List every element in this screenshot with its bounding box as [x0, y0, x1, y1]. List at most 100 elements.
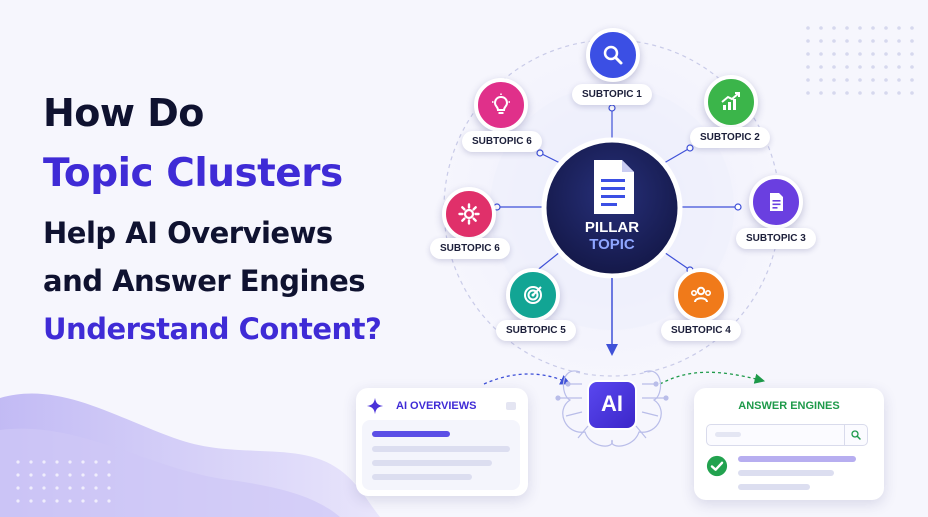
- highlight-bar: [738, 456, 856, 462]
- decor-dot: [910, 78, 914, 82]
- document-icon: [770, 193, 783, 211]
- text-line: [372, 460, 492, 466]
- decor-dot: [107, 486, 111, 490]
- growth-chart-icon: [721, 92, 740, 110]
- subtopic-1-label: SUBTOPIC 1: [572, 84, 652, 105]
- decor-dot: [884, 91, 888, 95]
- search-placeholder-line: [715, 432, 741, 437]
- decor-dot: [845, 78, 849, 82]
- decor-dot: [42, 460, 46, 464]
- target-icon: [524, 286, 542, 304]
- decor-dot: [94, 473, 98, 477]
- decor-dot: [897, 91, 901, 95]
- decor-dot: [884, 52, 888, 56]
- decor-dot: [29, 499, 33, 503]
- subtopic-2-label: SUBTOPIC 2: [690, 127, 770, 148]
- decor-dot: [819, 78, 823, 82]
- team-icon: [690, 286, 711, 303]
- decor-dot: [806, 65, 810, 69]
- decor-dot: [871, 91, 875, 95]
- decor-dot: [832, 65, 836, 69]
- decor-dot: [81, 499, 85, 503]
- decor-dot: [806, 52, 810, 56]
- headline-line-4: and Answer Engines: [43, 264, 366, 298]
- text-line: [738, 484, 810, 490]
- decor-dot: [832, 91, 836, 95]
- gear-icon: [458, 203, 480, 225]
- check-circle-icon: [706, 455, 728, 477]
- decor-dot: [832, 26, 836, 30]
- headline-line-3: Help AI Overviews: [43, 216, 333, 250]
- decor-dot: [68, 499, 72, 503]
- ai-label: AI: [601, 391, 623, 416]
- subtopic-6-node: [442, 187, 496, 241]
- decor-dot: [910, 39, 914, 43]
- decor-dot: [858, 26, 862, 30]
- decor-dot: [845, 39, 849, 43]
- document-icon: [594, 160, 634, 214]
- decor-dot: [94, 486, 98, 490]
- subtopic-4-label: SUBTOPIC 4: [661, 320, 741, 341]
- decor-dot: [897, 26, 901, 30]
- decor-dot: [819, 65, 823, 69]
- search-icon: [603, 45, 623, 65]
- decor-dot: [68, 486, 72, 490]
- decor-dot: [55, 460, 59, 464]
- decor-dot: [819, 52, 823, 56]
- search-icon: [851, 430, 861, 440]
- decor-dot: [845, 65, 849, 69]
- decor-dot: [55, 499, 59, 503]
- decor-dot: [858, 52, 862, 56]
- decor-dot: [42, 486, 46, 490]
- decor-dot: [858, 78, 862, 82]
- decor-dot: [910, 91, 914, 95]
- headline-line-2: Topic Clusters: [43, 151, 343, 196]
- ai-overviews-title: AI OVERVIEWS: [396, 400, 477, 412]
- decor-dot: [871, 39, 875, 43]
- decor-dot: [819, 39, 823, 43]
- search-button[interactable]: [844, 425, 867, 445]
- decor-dot: [29, 460, 33, 464]
- content-panel: [362, 420, 520, 490]
- pillar-label-line-2: TOPIC: [589, 236, 635, 253]
- decor-dot: [845, 52, 849, 56]
- decor-dot: [858, 65, 862, 69]
- subtopic-3-label: SUBTOPIC 3: [736, 228, 816, 249]
- search-box[interactable]: [706, 424, 868, 446]
- subtopic-2-node: [704, 75, 758, 129]
- subtopic-3-node: [749, 175, 803, 229]
- subtopic-5-label: SUBTOPIC 5: [496, 320, 576, 341]
- decor-dot: [858, 91, 862, 95]
- decor-dot: [68, 473, 72, 477]
- decor-dot: [16, 499, 20, 503]
- decor-dot: [910, 26, 914, 30]
- decor-dot: [55, 473, 59, 477]
- decor-dot: [29, 473, 33, 477]
- decor-dot: [845, 26, 849, 30]
- decor-dot: [16, 473, 20, 477]
- decor-dot: [806, 78, 810, 82]
- decor-dot: [871, 65, 875, 69]
- dot-grid: [806, 26, 914, 95]
- decor-dot: [871, 52, 875, 56]
- wave-shape-light: [0, 428, 340, 517]
- subtopic-7-node: [474, 78, 528, 132]
- decor-dot: [910, 52, 914, 56]
- subtopic-1-node: [586, 28, 640, 82]
- decor-dot: [897, 78, 901, 82]
- decor-dot: [16, 486, 20, 490]
- decor-dot: [884, 39, 888, 43]
- decor-dot: [897, 65, 901, 69]
- text-line: [372, 446, 510, 452]
- decor-dot: [832, 78, 836, 82]
- subtopic-6-label-top: SUBTOPIC 6: [462, 131, 542, 152]
- subtopic-6-label-left: SUBTOPIC 6: [430, 238, 510, 259]
- decor-dot: [94, 499, 98, 503]
- decor-dot: [832, 39, 836, 43]
- decor-dot: [884, 78, 888, 82]
- decor-dot: [819, 26, 823, 30]
- decor-dot: [806, 39, 810, 43]
- pillar-topic-label: PILLAR TOPIC: [562, 219, 662, 253]
- answer-engines-card: ANSWER ENGINES: [694, 388, 884, 500]
